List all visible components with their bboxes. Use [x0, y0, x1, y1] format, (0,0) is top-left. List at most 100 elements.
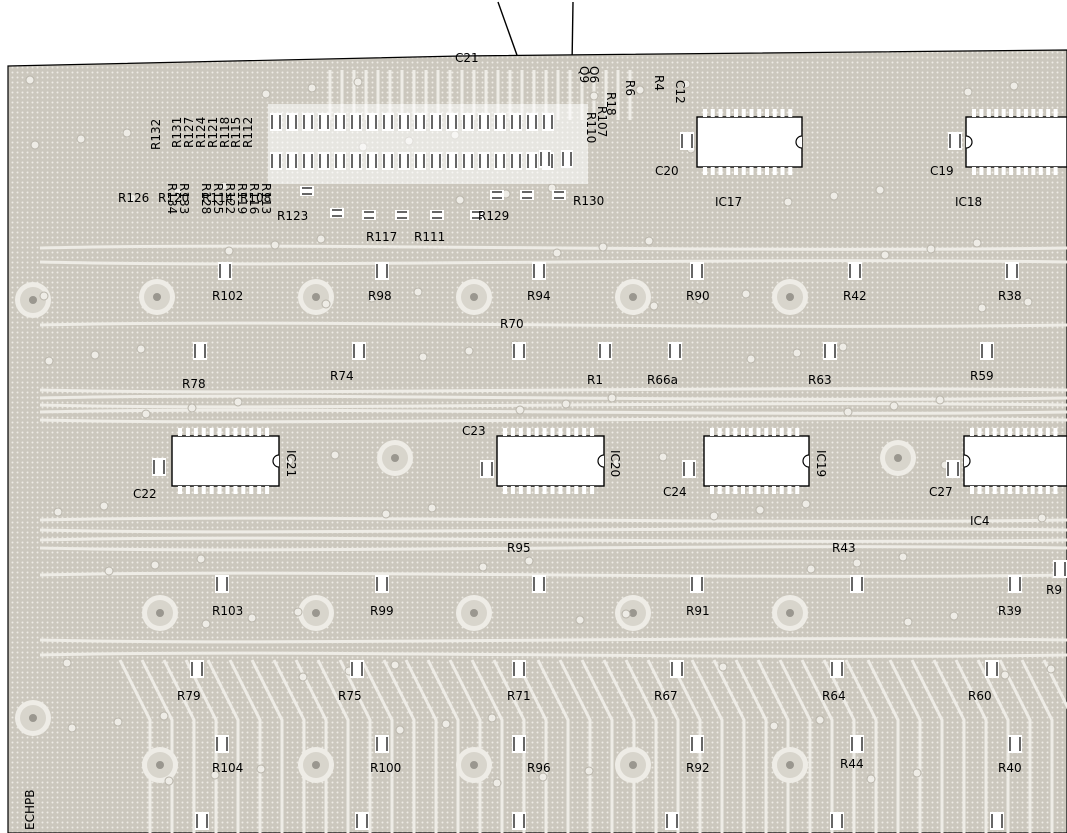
via: [875, 185, 885, 195]
silkscreen-label: R98: [368, 289, 392, 303]
via: [159, 711, 169, 721]
smd-pad: [302, 113, 314, 131]
ic-pin: [209, 428, 214, 436]
trace: [338, 659, 372, 833]
ic-pin: [1031, 167, 1036, 175]
silkscreen-label: R91: [686, 604, 710, 618]
trace: [39, 259, 1067, 266]
via: [53, 507, 63, 517]
mounting-hole: [786, 761, 794, 769]
trace: [492, 659, 526, 833]
ic-pin: [788, 109, 793, 117]
silkscreen-label: R75: [338, 689, 362, 703]
mounting-hole: [470, 761, 478, 769]
silkscreen-label: R116: [247, 183, 261, 214]
silkscreen-label: C27: [929, 485, 953, 499]
silkscreen-label: R38: [998, 289, 1022, 303]
silkscreen-label: R115: [229, 117, 243, 148]
via: [589, 91, 599, 101]
ic-pin: [193, 428, 198, 436]
smd-pad: [512, 735, 526, 753]
smd-pad: [318, 152, 330, 170]
via: [607, 393, 617, 403]
via: [1046, 664, 1056, 674]
ic-pin: [710, 486, 714, 494]
smd-pad: [270, 113, 282, 131]
ic-pin: [217, 486, 222, 494]
smd-pad: [526, 113, 538, 131]
via: [755, 505, 765, 515]
ic-pin: [994, 167, 999, 175]
trace: [118, 659, 152, 833]
ic-pin: [725, 428, 730, 436]
silkscreen-label: R131: [170, 117, 184, 148]
ic-pin: [1031, 109, 1036, 117]
silkscreen-label: R112: [241, 117, 255, 148]
via: [62, 658, 72, 668]
silkscreen-label: C23: [462, 424, 486, 438]
smd-pad: [218, 262, 232, 280]
ic-pin: [1015, 486, 1020, 494]
silkscreen-label: R42: [843, 289, 867, 303]
ic-pin: [749, 167, 754, 175]
via: [866, 774, 876, 784]
ic-pin: [788, 167, 793, 175]
silkscreen-label: R122: [223, 183, 237, 214]
ic-pin: [233, 428, 238, 436]
silkscreen-label: R6: [623, 80, 637, 96]
via: [898, 552, 908, 562]
trace: [426, 659, 460, 833]
via: [99, 501, 109, 511]
ic-pin: [787, 486, 792, 494]
ic-pin: [534, 486, 539, 494]
via: [30, 140, 40, 150]
smd-pad: [510, 113, 522, 131]
silkscreen-label: C12: [673, 80, 687, 104]
ic-pin: [534, 428, 539, 436]
silkscreen-label: IC20: [608, 450, 622, 477]
silkscreen-label: R74: [330, 369, 354, 383]
ic-pin: [566, 428, 571, 436]
silkscreen-label: R117: [366, 230, 397, 244]
trace: [39, 417, 1067, 424]
ic-pin: [1030, 486, 1035, 494]
ic-pin: [1053, 167, 1058, 175]
ic-pin: [756, 486, 761, 494]
trace: [39, 637, 1067, 644]
ic-body: [703, 435, 810, 487]
trace: [932, 659, 966, 833]
silkscreen-label: R114: [202, 191, 233, 205]
via: [492, 778, 502, 788]
ic-pin: [518, 486, 523, 494]
via: [381, 509, 391, 519]
via: [538, 772, 548, 782]
mounting-hole: [29, 714, 37, 722]
trace: [646, 659, 680, 833]
component-outlines: [152, 104, 1067, 830]
trace: [514, 659, 548, 833]
smd-pad: [561, 150, 573, 168]
smd-pad: [414, 152, 426, 170]
via: [977, 303, 987, 313]
ic-pin: [779, 428, 784, 436]
mounting-hole: [629, 293, 637, 301]
ic-pin: [780, 167, 785, 175]
ic-pin: [257, 486, 262, 494]
ic-pin: [748, 428, 753, 436]
via: [852, 558, 862, 568]
smd-pad: [478, 152, 490, 170]
ic-pin: [1007, 486, 1012, 494]
smd-pad: [195, 812, 209, 830]
ic-pin: [574, 486, 579, 494]
via: [367, 293, 377, 303]
silkscreen-label: R95: [507, 541, 531, 555]
via: [552, 248, 562, 258]
silkscreen-label: R40: [998, 761, 1022, 775]
mounting-hole: [786, 293, 794, 301]
ic-pin: [1053, 486, 1058, 494]
via: [353, 77, 363, 87]
ic-pin: [225, 486, 230, 494]
trace: [272, 659, 306, 833]
trace: [39, 571, 1067, 578]
trace: [360, 659, 394, 833]
